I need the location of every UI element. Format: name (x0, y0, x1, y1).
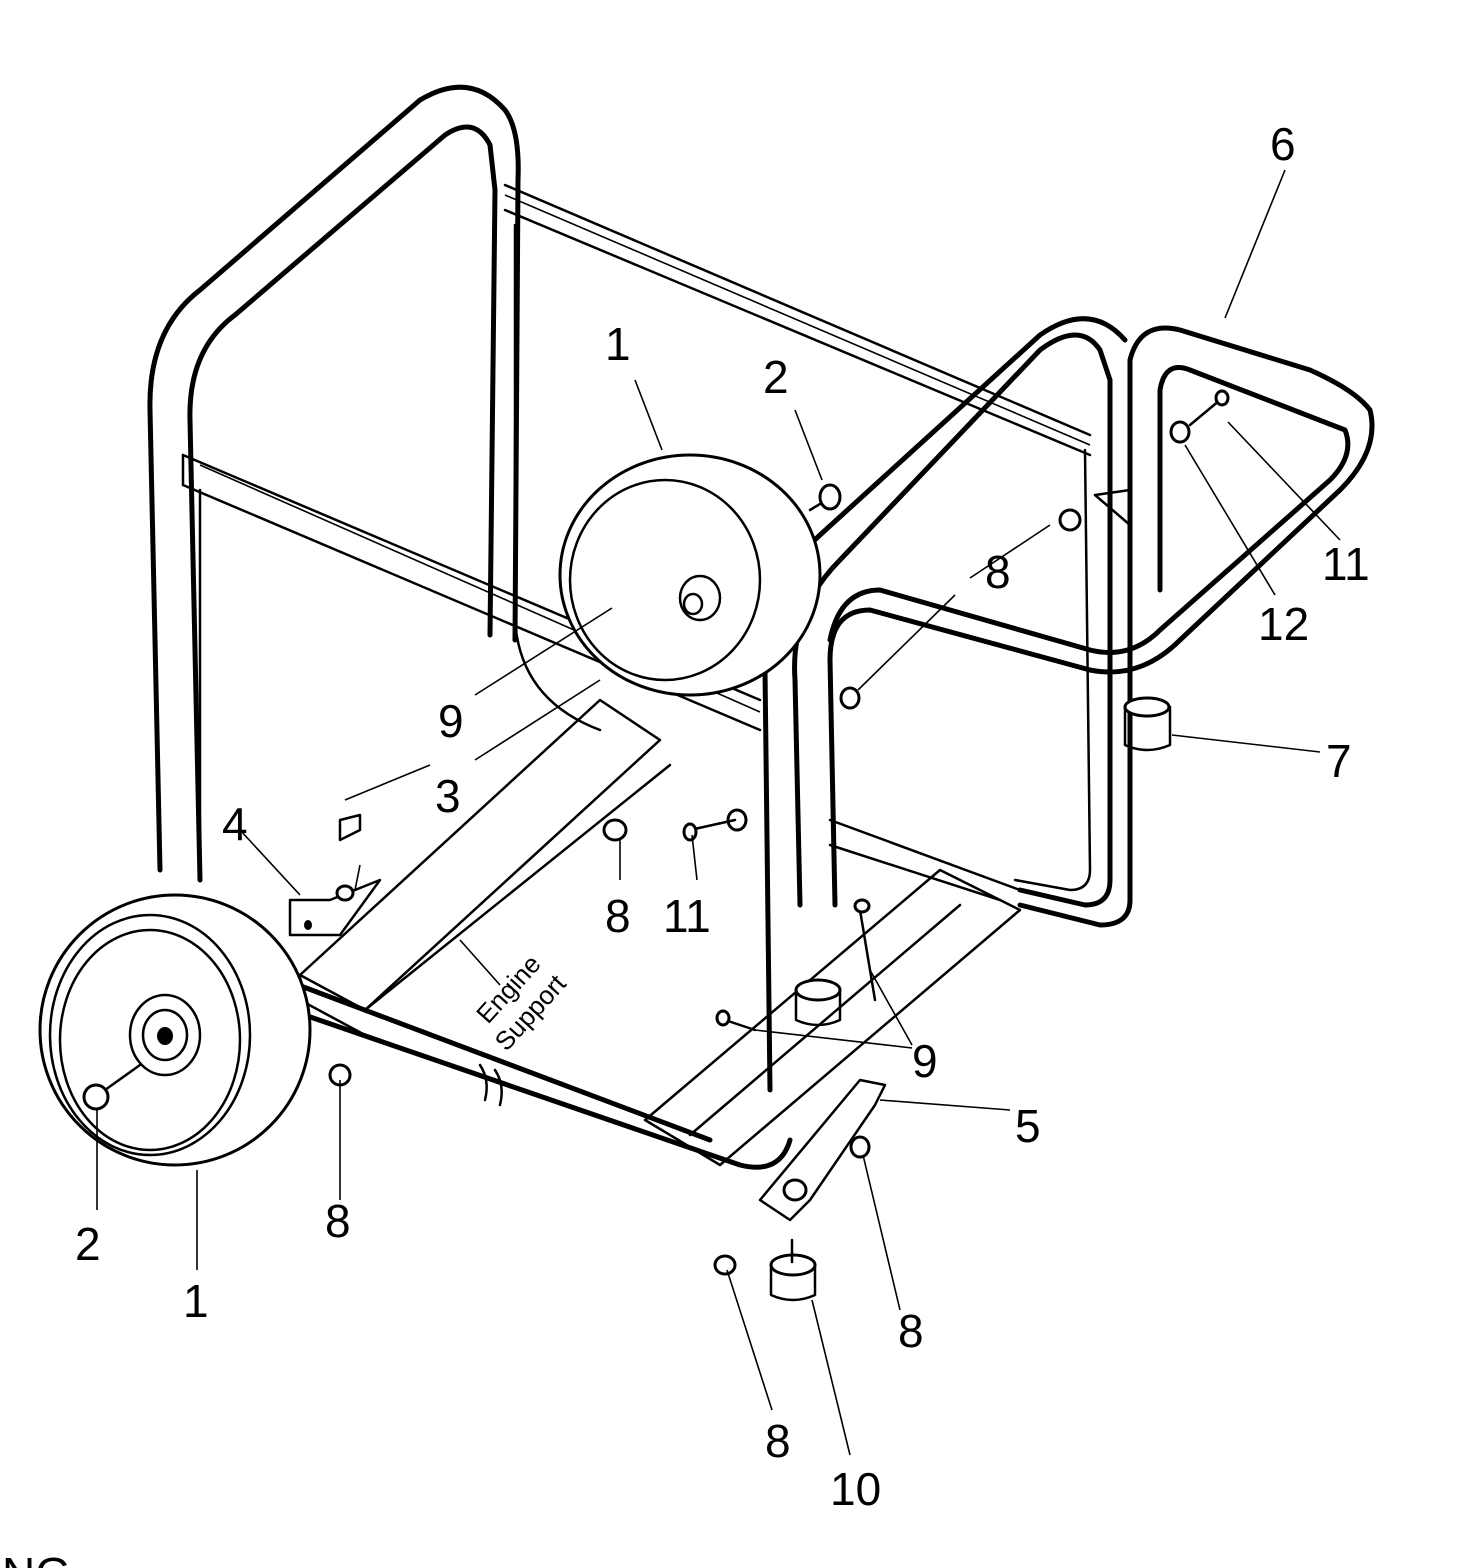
bracket-left (288, 878, 382, 937)
callout-8-right: 8 (985, 546, 1011, 598)
callout-7: 7 (1326, 735, 1352, 787)
callout-3: 3 (435, 770, 461, 822)
callout-8-left: 8 (325, 1195, 351, 1247)
vibration-mount-center (794, 978, 842, 1027)
callout-9-upper: 9 (438, 695, 464, 747)
nuts-and-bolts (328, 389, 1230, 1276)
wheel-front (38, 893, 312, 1167)
callout-2-upper: 2 (763, 351, 789, 403)
callout-2-lower: 2 (75, 1218, 101, 1270)
callout-8-center: 8 (605, 890, 631, 942)
callout-numbers: 1 2 6 11 12 8 7 9 3 4 8 11 9 5 8 2 1 8 8… (75, 118, 1370, 1515)
axle-bolt-rear (808, 483, 842, 512)
callout-6: 6 (1270, 118, 1296, 170)
callout-9-right: 9 (912, 1035, 938, 1087)
wheel-rear (558, 453, 822, 697)
axle-bolt-front (82, 1063, 142, 1111)
callout-12: 12 (1258, 598, 1309, 650)
callout-11-upper: 11 (1322, 538, 1370, 590)
callout-11-center: 11 (663, 890, 711, 942)
engine-support-rails (298, 698, 1022, 1167)
callout-1-upper: 1 (605, 318, 631, 370)
vibration-mount-lower (769, 1238, 817, 1302)
callout-1-lower: 1 (183, 1275, 209, 1327)
bracket-rear-foot (758, 1078, 887, 1222)
leader-lines (96, 169, 1341, 1456)
corner-text-fragment: NG (2, 1548, 71, 1568)
callout-10: 10 (830, 1463, 881, 1515)
foot-rubber-handle (1123, 696, 1172, 752)
callout-4: 4 (222, 798, 248, 850)
callout-8-bottom-right: 8 (898, 1305, 924, 1357)
cart-frame (147, 84, 1092, 1170)
callout-8-bottom: 8 (765, 1415, 791, 1467)
callout-5: 5 (1015, 1100, 1041, 1152)
